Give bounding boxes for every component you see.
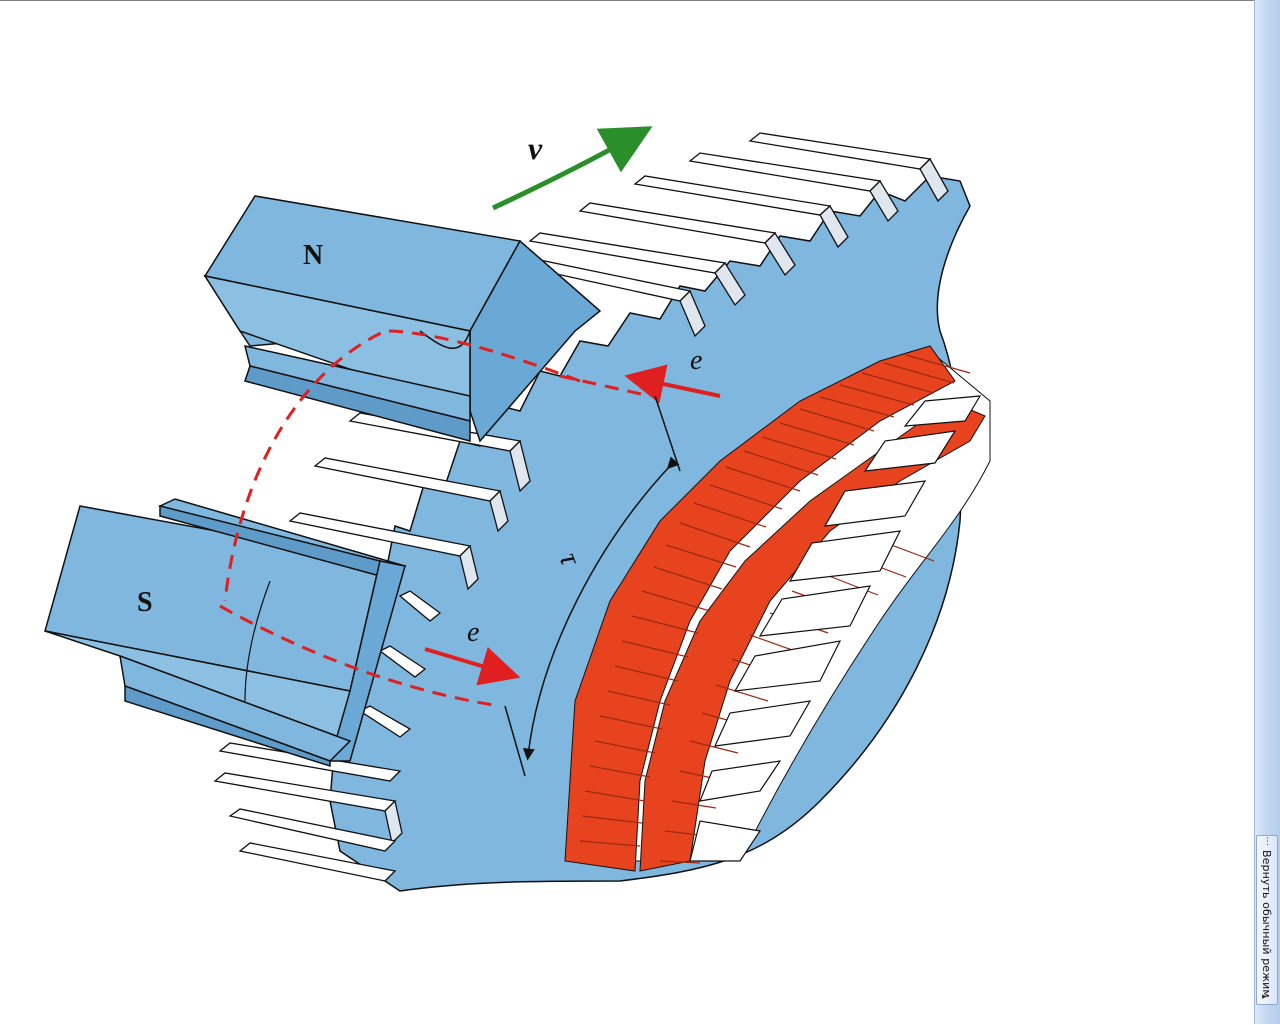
emf-label-top: e xyxy=(690,345,702,376)
expand-arrow-icon: ▸ xyxy=(1262,992,1267,1002)
armature-teeth xyxy=(213,132,949,882)
pitch-marker-bottom xyxy=(504,705,526,777)
emf-label-bottom: e xyxy=(467,617,479,648)
velocity-label: v xyxy=(528,130,543,166)
south-pole-magnet xyxy=(44,498,407,768)
machine-diagram: v N S e e τ xyxy=(44,126,991,892)
pole-pitch-arc xyxy=(522,456,680,761)
pitch-marker-top xyxy=(654,395,681,472)
slide-canvas: v N S e e τ xyxy=(0,0,1254,892)
north-pole-label: N xyxy=(303,240,323,271)
emf-arrow-top xyxy=(624,364,721,404)
emf-arrow-bottom xyxy=(424,646,521,686)
grip-icon: ⋮ xyxy=(1263,837,1272,847)
south-pole-label: S xyxy=(137,587,153,618)
restore-normal-view-button[interactable]: ⋮ Вернуть обычный режим ▸ xyxy=(1256,835,1278,1005)
velocity-arrow xyxy=(491,126,653,211)
restore-normal-view-label: Вернуть обычный режим xyxy=(1260,850,1273,998)
north-pole-magnet xyxy=(203,195,602,443)
